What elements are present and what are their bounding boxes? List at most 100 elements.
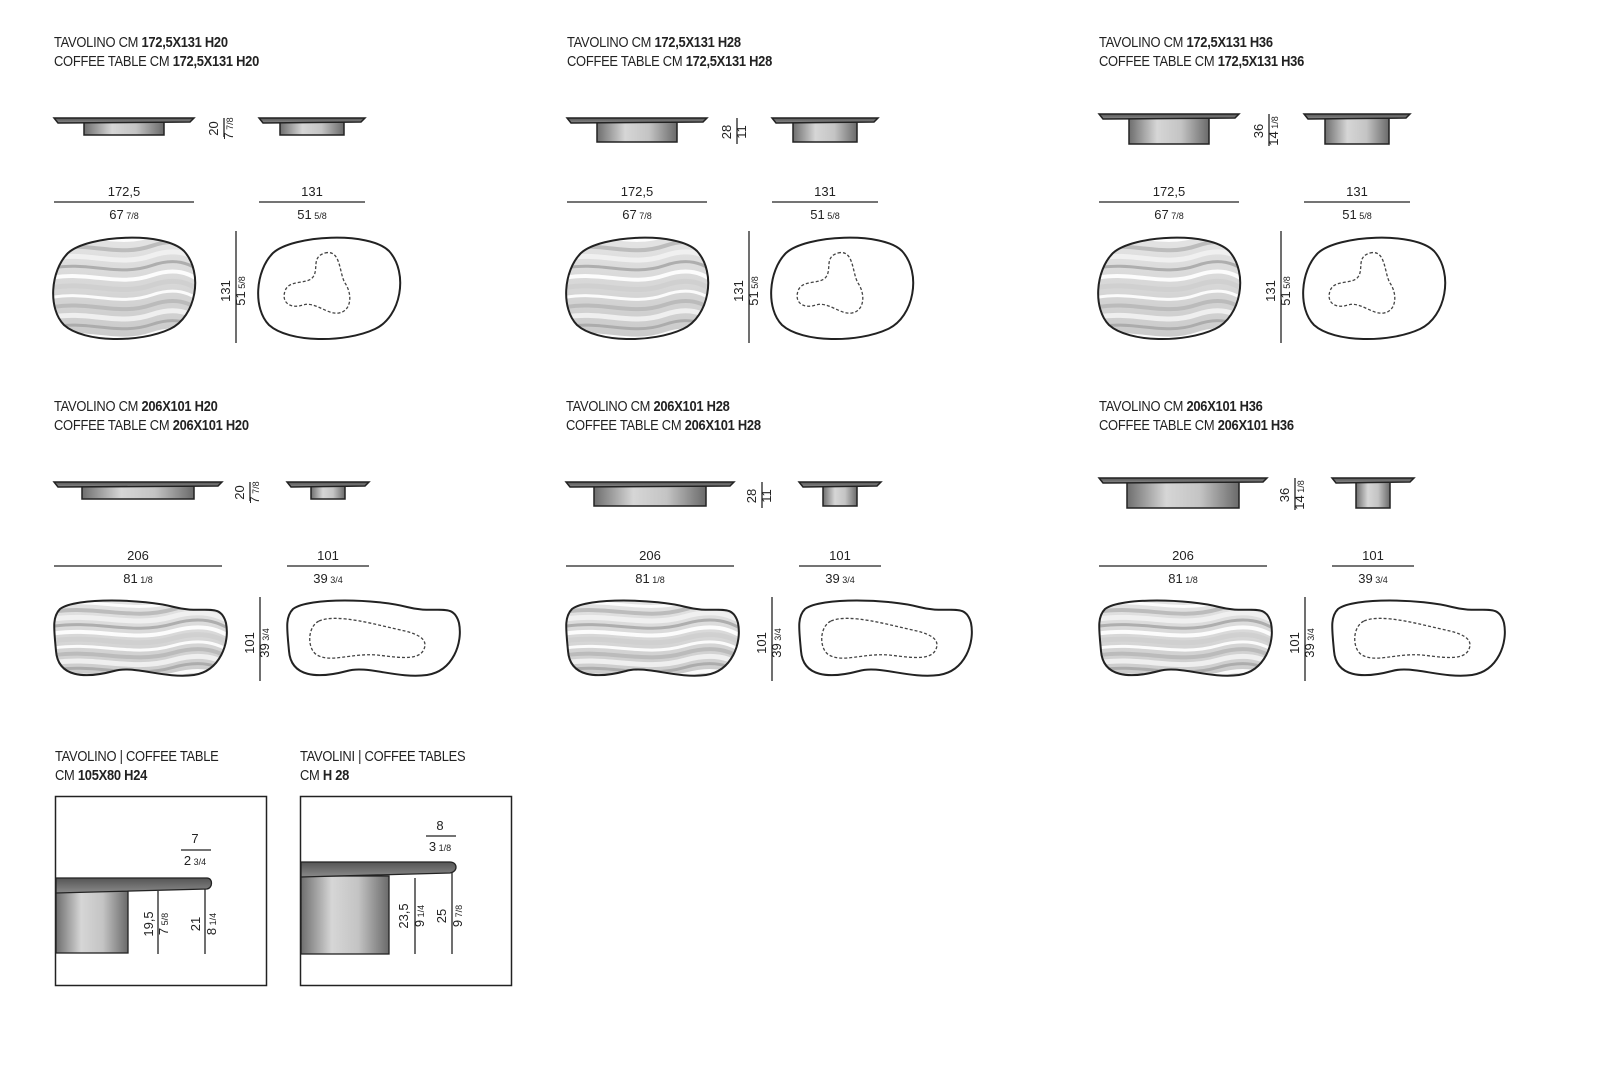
plan-width-cm-label: 101 (242, 632, 257, 654)
width-in-label: 51 5/8 (297, 207, 326, 222)
plan-width-in-label: 51 5/8 (233, 276, 248, 305)
title-size: 172,5X131 H20 (141, 34, 228, 51)
title-size: 172,5X131 H36 (1186, 34, 1273, 51)
detail-title-size: H 28 (322, 767, 350, 784)
height-cm-label: 20 (206, 121, 221, 135)
base-height-cm-label: 19,5 (141, 911, 156, 936)
table-spec-3: TAVOLINO CM 172,5X131 H36 COFFEE TABLE C… (1097, 33, 1539, 343)
table-spec-6: TAVOLINO CM 206X101 H36 COFFEE TABLE CM … (1097, 397, 1579, 687)
top-outline (565, 236, 710, 341)
marble-vein (566, 610, 739, 624)
width-in-label: 51 5/8 (1342, 207, 1371, 222)
title-en-label: COFFEE TABLE CM (566, 417, 682, 434)
base-footprint-dashed (1354, 617, 1471, 659)
side-elevation-base (822, 485, 858, 507)
plan-width-in-label: 51 5/8 (1278, 276, 1293, 305)
total-height-in-label: 8 1/4 (204, 913, 219, 935)
title-it-label: TAVOLINO CM (1099, 398, 1184, 415)
spec-title: TAVOLINO CM 206X101 H20 COFFEE TABLE CM … (54, 397, 249, 435)
spec-title: TAVOLINO CM 206X101 H28 COFFEE TABLE CM … (566, 397, 761, 435)
plan-width-cm-label: 131 (218, 280, 233, 302)
plan-outline (798, 599, 973, 677)
marble-vein (54, 625, 227, 638)
side-elevation-top (257, 117, 367, 124)
title-size: 206X101 H20 (141, 398, 218, 415)
width-cm-label: 131 (1346, 184, 1368, 199)
title-en-label: COFFEE TABLE CM (54, 53, 170, 70)
plan-width-cm-label: 131 (1263, 280, 1278, 302)
height-in-label: 14 1/8 (1292, 480, 1307, 509)
height-cm-label: 28 (719, 125, 734, 139)
front-elevation-base (1128, 117, 1210, 145)
title-it-label: TAVOLINO CM (54, 398, 139, 415)
title-size: 206X101 H28 (653, 398, 730, 415)
marble-vein (566, 625, 739, 638)
marble-vein (1099, 632, 1272, 646)
side-elevation-top (1302, 113, 1412, 120)
table-spec-5: TAVOLINO CM 206X101 H28 COFFEE TABLE CM … (564, 397, 1046, 687)
height-in-label: 7 7/8 (247, 481, 262, 503)
side-elevation-base (310, 485, 346, 500)
base-footprint-dashed (283, 252, 351, 314)
marble-vein (54, 618, 227, 630)
length-cm-label: 172,5 (1153, 184, 1186, 199)
total-height-cm-label: 21 (188, 917, 203, 931)
width-in-label: 39 3/4 (313, 571, 342, 586)
detail-title-line1: TAVOLINI | COFFEE TABLES (300, 748, 466, 765)
detail-title-prefix: CM (300, 767, 320, 784)
length-in-label: 81 1/8 (1168, 571, 1197, 586)
title-it-label: TAVOLINO CM (567, 34, 652, 51)
plan-width-cm-label: 131 (731, 280, 746, 302)
length-cm-label: 172,5 (621, 184, 654, 199)
detail-title-line1: TAVOLINO | COFFEE TABLE (55, 748, 219, 765)
plan-outline (1331, 599, 1506, 677)
side-elevation-base (279, 121, 345, 136)
title-it-label: TAVOLINO CM (54, 34, 139, 51)
length-in-label: 67 7/8 (622, 207, 651, 222)
length-cm-label: 206 (127, 548, 149, 563)
length-in-label: 67 7/8 (1154, 207, 1183, 222)
detail-title-size: 105X80 H24 (77, 767, 148, 784)
marble-vein (1099, 610, 1272, 624)
top-thickness-cm-label: 7 (191, 831, 198, 846)
plan-width-in-label: 39 3/4 (1302, 628, 1317, 657)
table-spec-1: TAVOLINO CM 172,5X131 H20 COFFEE TABLE C… (52, 33, 494, 343)
marble-vein (1098, 237, 1241, 242)
detail-title: TAVOLINI | COFFEE TABLES CM H 28 (300, 747, 466, 785)
height-cm-label: 28 (744, 489, 759, 503)
front-elevation-top (564, 481, 736, 488)
height-in-label: 7 7/8 (221, 117, 236, 139)
base-height-in-label: 7 5/8 (156, 913, 171, 935)
base-footprint-dashed (796, 252, 864, 314)
detail-top-edge (300, 861, 457, 878)
title-it-label: TAVOLINO CM (1099, 34, 1184, 51)
title-size: 172,5X131 H28 (654, 34, 741, 51)
detail-top-edge (55, 877, 213, 894)
title-size: 206X101 H20 (172, 417, 249, 434)
front-elevation-base (596, 121, 678, 143)
length-in-label: 67 7/8 (109, 207, 138, 222)
marble-vein (566, 632, 739, 646)
front-elevation-top (1097, 113, 1241, 120)
top-outline (565, 599, 740, 677)
marble-vein (566, 640, 739, 652)
plan-outline (770, 236, 915, 341)
marble-vein (54, 632, 227, 646)
plan-width-in-label: 39 3/4 (257, 628, 272, 657)
front-elevation-base (593, 485, 707, 507)
base-height-in-label: 9 1/4 (412, 905, 427, 927)
table-spec-2: TAVOLINO CM 172,5X131 H28 COFFEE TABLE C… (565, 33, 1007, 343)
base-height-cm-label: 23,5 (396, 903, 411, 928)
title-size: 172,5X131 H36 (1217, 53, 1305, 70)
width-in-label: 39 3/4 (825, 571, 854, 586)
top-outline (53, 599, 228, 677)
front-elevation-top (52, 481, 224, 488)
title-it-label: TAVOLINO CM (566, 398, 651, 415)
height-in-label: 11 (759, 489, 774, 503)
